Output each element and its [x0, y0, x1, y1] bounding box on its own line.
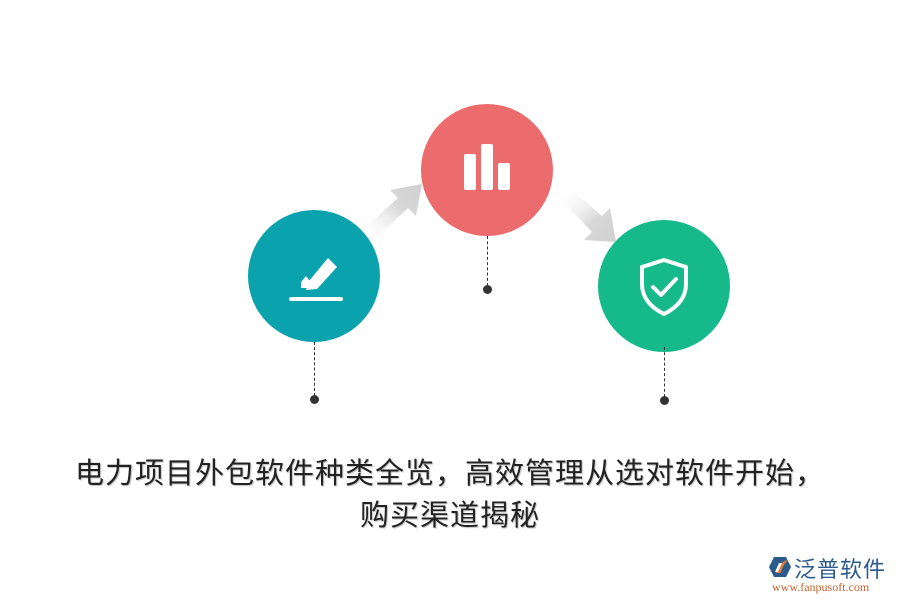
arrow-down-right-icon	[560, 190, 616, 242]
connector-line	[664, 347, 665, 397]
pencil-icon	[289, 258, 343, 301]
bar-chart-icon	[464, 144, 510, 190]
edit-step-circle	[248, 210, 380, 342]
page-title: 电力项目外包软件种类全览，高效管理从选对软件开始， 购买渠道揭秘	[0, 452, 900, 536]
analyze-step-circle	[421, 104, 553, 236]
brand-name: 泛普软件	[794, 558, 887, 583]
arrow-up-right-icon	[362, 184, 422, 240]
secure-step-circle	[598, 220, 730, 352]
connector-line	[487, 236, 488, 286]
connector-dot	[483, 285, 492, 294]
brand-logo: 泛普软件 www.fanpusoft.com	[766, 552, 896, 598]
connector-dot	[310, 395, 319, 404]
brand-url: www.fanpusoft.com	[772, 580, 870, 594]
connector-dot	[660, 396, 669, 405]
logo-mark-icon	[769, 557, 791, 577]
shield-check-icon	[640, 258, 688, 316]
connector-line	[314, 342, 315, 396]
title-line-2: 购买渠道揭秘	[359, 498, 540, 532]
title-line-1: 电力项目外包软件种类全览，高效管理从选对软件开始，	[74, 456, 825, 490]
